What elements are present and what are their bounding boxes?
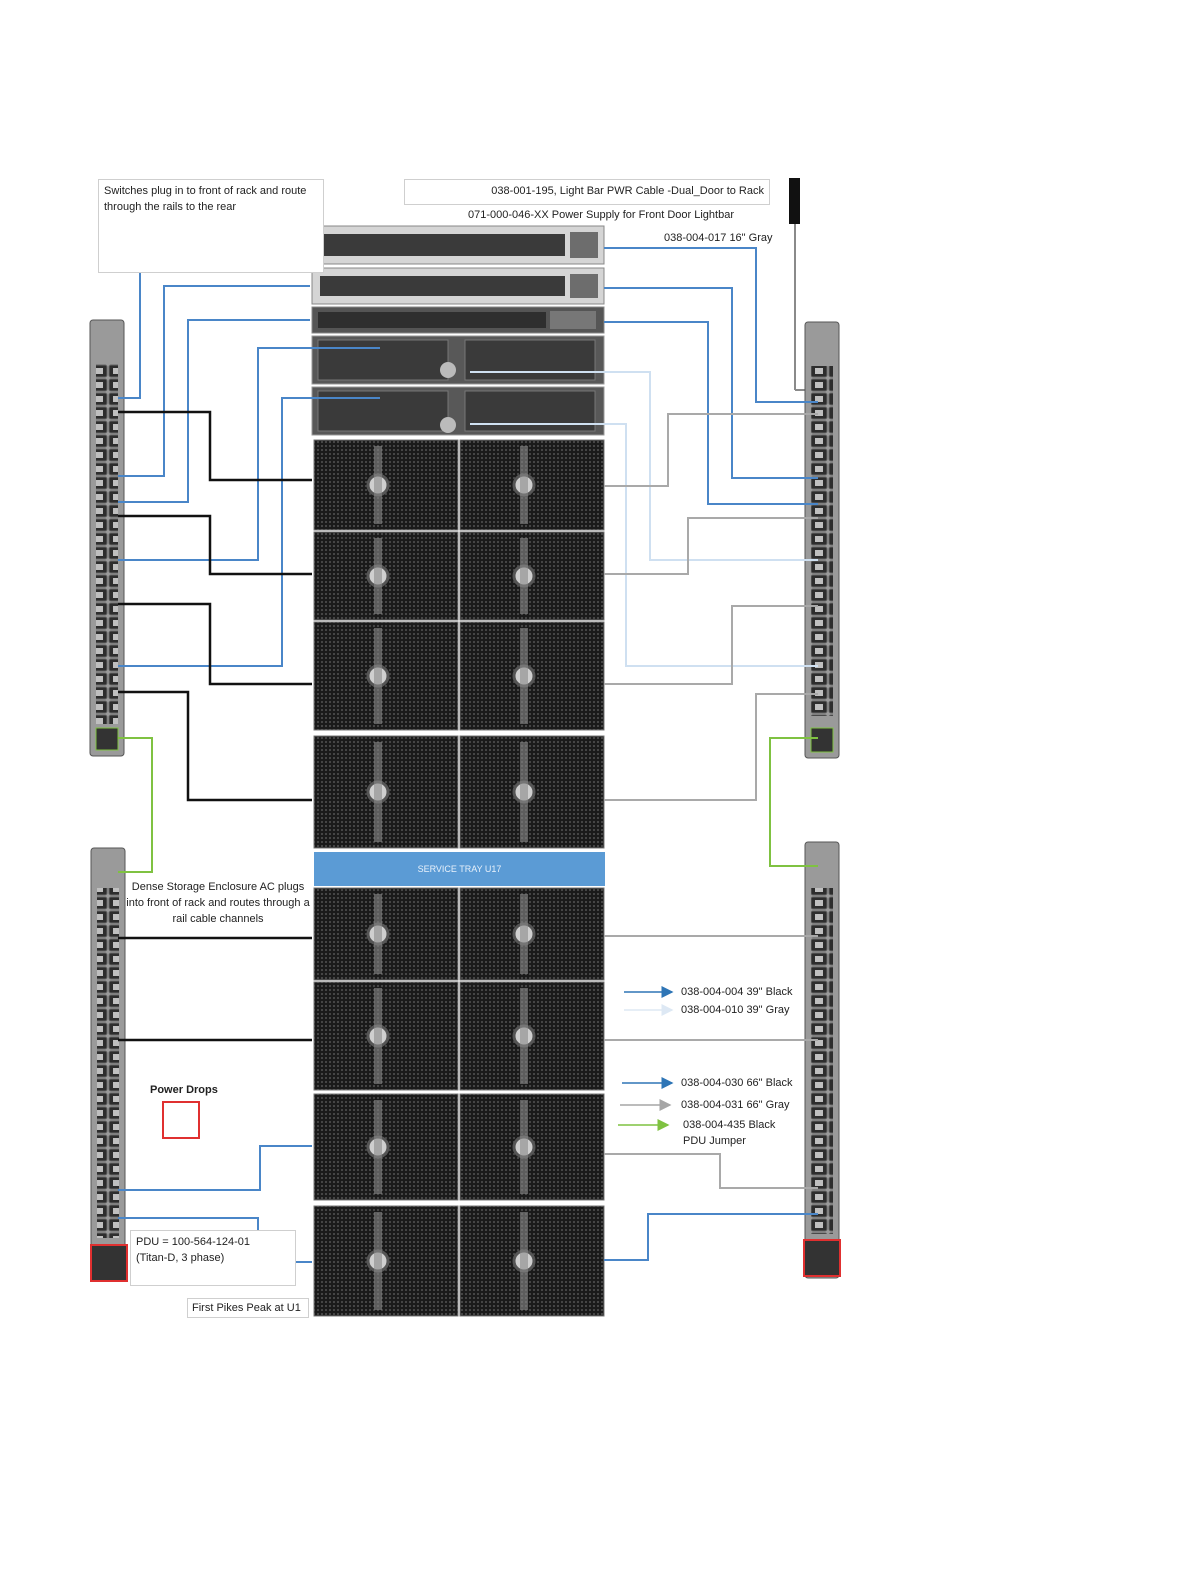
storage-enclosure-3 [313,621,605,731]
network-switch-1 [311,225,605,265]
cable-blue-left-4 [118,347,380,561]
cable-gray-right-7 [604,1153,818,1189]
power-drops-label: Power Drops [150,1084,218,1096]
legend-label-39-black: 038-004-004 39" Black [681,986,793,998]
cable-lightblue-right-2 [470,423,818,667]
cable-gray-right-1 [604,413,818,487]
storage-enclosure-5 [313,887,605,981]
pdu-jumper-right [769,737,818,867]
pdu-power-drop-right [803,1239,841,1277]
gray16-label: 038-004-017 16" Gray [664,232,773,244]
lightbar-psu-label: 071-000-046-XX Power Supply for Front Do… [468,209,734,221]
legend-label-pdu-jumper: 038-004-435 Black PDU Jumper [683,1117,775,1149]
rack-equipment [311,225,605,436]
cable-black-left-2 [118,514,312,576]
legend-label-pdu-jumper-line2: PDU Jumper [683,1135,746,1147]
power-drops-swatch [162,1101,200,1139]
cable-black-left-3 [118,602,312,686]
cable-black-left-4 [118,690,312,802]
cable-blue-lower-left-1 [118,1145,312,1191]
pdu-lower-left [90,847,128,1282]
dense-storage-note: Dense Storage Enclosure AC plugs into fr… [126,881,310,925]
storage-enclosure-1 [313,439,605,531]
cable-blue-left-5 [118,397,380,667]
pdu-part-number: PDU = 100-564-124-01 [136,1236,251,1248]
cable-gray-right-3 [604,605,818,685]
pdu-upper-right [804,321,840,759]
server-chassis-2 [311,386,605,436]
lightbar-cable-label: 038-001-195, Light Bar PWR Cable -Dual_D… [404,179,770,205]
storage-enclosure-6 [313,981,605,1091]
cable-gray-right-2 [604,517,818,575]
cable-blue-lower-right-1 [604,1213,818,1261]
pdu-jumper-left [118,737,153,873]
pdu-upper-left [89,319,125,757]
cable-black-left-1 [118,410,312,482]
pdu-lower-right [803,841,841,1279]
legend-label-66-gray: 038-004-031 66" Gray [681,1099,790,1111]
server-chassis-1 [311,335,605,385]
cable-lightblue-right-1 [470,371,818,561]
network-switch-2 [311,267,605,305]
network-switch-3 [311,306,605,334]
first-pikes-label: First Pikes Peak at U1 [187,1298,309,1318]
service-tray: SERVICE TRAY U17 [314,852,605,886]
lightbar-connector [789,178,800,224]
storage-enclosure-4 [313,735,605,849]
legend-label-66-black: 038-004-030 66" Black [681,1077,793,1089]
storage-enclosure-7 [313,1093,605,1201]
switch-note: Switches plug in to front of rack and ro… [98,179,324,273]
legend-label-39-gray: 038-004-010 39" Gray [681,1004,790,1016]
cable-blue-left-2 [118,285,310,477]
pdu-power-drop-left [90,1244,128,1282]
legend-label-pdu-jumper-line1: 038-004-435 Black [683,1119,776,1131]
cable-blue-right-2 [604,287,818,479]
cable-gray-right-4 [604,693,818,801]
storage-enclosures [313,439,605,1317]
storage-enclosure-2 [313,531,605,621]
pdu-description: (Titan-D, 3 phase) [136,1252,225,1264]
storage-enclosure-8 [313,1205,605,1317]
cable-blue-right-1 [604,247,818,403]
pdu-info-box: PDU = 100-564-124-01 (Titan-D, 3 phase) [130,1230,296,1286]
